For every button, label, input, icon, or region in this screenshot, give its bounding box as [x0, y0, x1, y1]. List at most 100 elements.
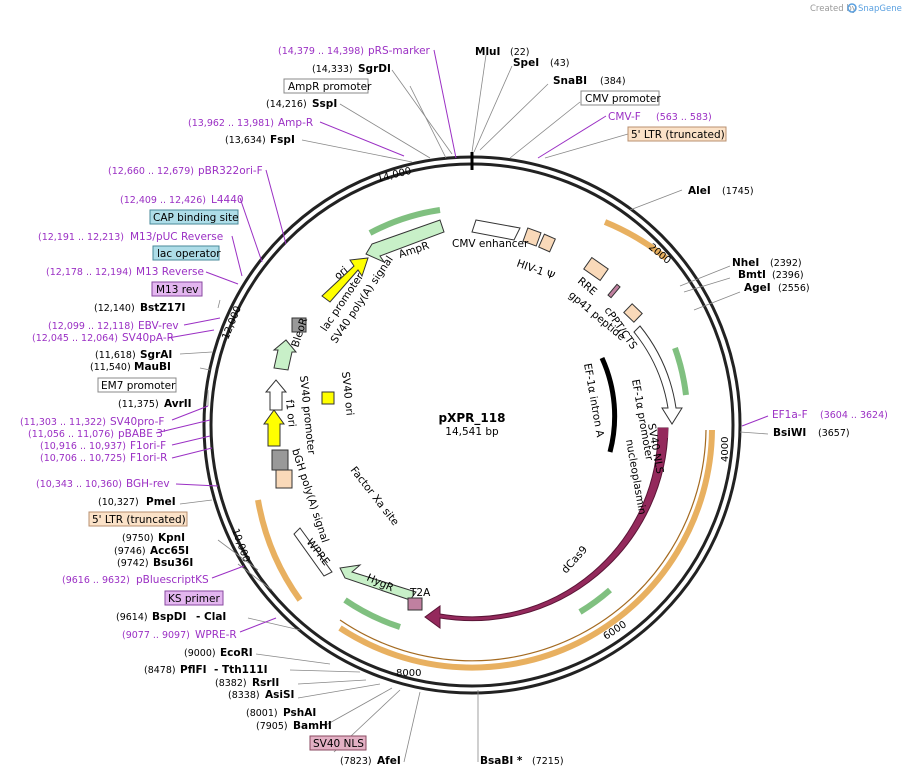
green-arc-c [343, 597, 401, 630]
orange-arc-3 [255, 499, 303, 602]
site-acc65i: Acc65I [150, 545, 189, 557]
site-sgrdi: SgrDI [358, 63, 391, 75]
site-pshai-pos: (8001) [246, 708, 278, 719]
site-rsrii: RsrII [252, 677, 279, 689]
site-pmei-pos: (10,327) [98, 497, 139, 508]
box-ampr-promoter: AmpR promoter [283, 78, 372, 94]
primer-ampr-pos: (13,962 .. 13,981) [188, 118, 274, 129]
t2a-block [407, 597, 423, 611]
box-cap-binding: CAP binding site [149, 209, 239, 225]
site-sspi-pos: (14,216) [266, 99, 307, 110]
primer-wpre-pos: (9077 .. 9097) [122, 630, 190, 641]
site-snabi-pos: (384) [600, 76, 626, 87]
nls-block [658, 428, 668, 438]
hiv-block [522, 227, 542, 247]
orange-arc-2-inner [339, 429, 707, 662]
site-afei: AfeI [377, 755, 401, 767]
site-pmei: PmeI [146, 496, 176, 508]
site-nhei-pos: (2392) [770, 258, 802, 269]
wpre-block [293, 527, 333, 577]
site-bsiwi-pos: (3657) [818, 428, 850, 439]
plasmid-size: 14,541 bp [445, 426, 499, 438]
site-afei-pos: (7823) [340, 756, 372, 767]
site-nhei: NheI [732, 257, 759, 269]
feat-f1-ori: f1 ori [283, 399, 298, 427]
site-clai: - ClaI [196, 611, 226, 623]
primer-ef1a-pos: (3604 .. 3624) [820, 410, 888, 421]
hygr-arrow [339, 564, 417, 601]
site-ecori-pos: (9000) [184, 648, 216, 659]
box-em7-promoter: EM7 promoter [97, 377, 177, 393]
site-kpni: KpnI [158, 532, 185, 544]
primer-f1f-pos: (10,916 .. 10,937) [40, 441, 126, 452]
sv40-promoter-arrow [264, 379, 288, 411]
svg-text:CAP binding site: CAP binding site [153, 212, 239, 224]
primer-cmvf-pos: (563 .. 583) [656, 112, 712, 123]
site-spei: SpeI [513, 57, 539, 69]
site-bspdi: BspDI [152, 611, 186, 623]
svg-text:SV40 NLS: SV40 NLS [313, 738, 364, 750]
feat-hiv: HIV-1 Ψ [515, 258, 556, 283]
site-bstz17i-pos: (12,140) [94, 303, 135, 314]
gray-block-1 [271, 449, 289, 471]
site-bspdi-pos: (9614) [116, 612, 148, 623]
primer-m13puc: M13/pUC Reverse [130, 231, 223, 243]
primer-pbr-pos: (12,660 .. 12,679) [108, 166, 194, 177]
primer-m13r-pos: (12,178 .. 12,194) [46, 267, 132, 278]
site-pshai: PshAI [283, 707, 316, 719]
site-fspi-pos: (13,634) [225, 135, 266, 146]
primer-ampr: Amp-R [278, 117, 313, 129]
credit-brand: SnapGene [858, 4, 902, 14]
tick-8000: 8000 [396, 668, 421, 679]
plasmid-name: pXPR_118 [439, 411, 506, 426]
primer-bgh-pos: (10,343 .. 10,360) [36, 479, 122, 490]
site-sgrdi-pos: (14,333) [312, 64, 353, 75]
site-bamhi: BamHI [293, 720, 332, 732]
primer-wpre: WPRE-R [195, 629, 237, 641]
primer-sv40pro: SV40pro-F [110, 416, 164, 428]
feat-sv40-ori: SV40 ori [339, 371, 356, 416]
site-bmti-pos: (2396) [772, 270, 804, 281]
feat-sv40-promoter: SV40 promoter [297, 375, 317, 456]
site-spei-pos: (43) [550, 58, 570, 69]
site-mlui: MluI [475, 46, 500, 58]
primer-prs-pos: (14,379 .. 14,398) [278, 46, 364, 57]
box-cmv-promoter: CMV promoter [580, 90, 661, 106]
ef1a-promoter-arrow [633, 325, 683, 425]
svg-text:5' LTR (truncated): 5' LTR (truncated) [631, 129, 725, 141]
svg-text:M13 rev: M13 rev [156, 284, 199, 296]
site-acc65i-pos: (9746) [114, 546, 146, 557]
dcas9-arrow [424, 427, 669, 629]
green-arc-d [368, 207, 441, 236]
svg-text:KS primer: KS primer [168, 593, 220, 605]
green-arc-a [672, 346, 689, 396]
site-fspi: FspI [270, 134, 295, 146]
site-bsabi-pos: (7215) [532, 756, 564, 767]
cppt-block [623, 303, 643, 323]
feat-bgh: bGH poly(A) signal [289, 447, 331, 544]
ef1a-intron-bar [599, 356, 618, 453]
primer-sv40pa-pos: (12,045 .. 12,064) [32, 333, 118, 344]
site-ecori: EcoRI [220, 647, 253, 659]
site-maubi-pos: (11,540) [90, 362, 131, 373]
feat-hygr: HygR [365, 572, 396, 594]
site-bamhi-pos: (7905) [256, 721, 288, 732]
leader-lines [179, 54, 769, 763]
primer-cmvf: CMV-F [608, 111, 641, 123]
primer-f1f: F1ori-F [130, 440, 166, 452]
hiv-block-2 [538, 233, 556, 253]
box-sv40-nls: SV40 NLS [309, 735, 367, 751]
primer-f1r: F1ori-R [130, 452, 167, 464]
bleor-arrow [272, 339, 298, 371]
cmv-enhancer-arrow [471, 219, 521, 241]
gray-block-2 [291, 317, 307, 333]
primer-lines [155, 49, 769, 633]
box-m13-rev: M13 rev [151, 281, 203, 297]
feat-t2a: T2A [409, 587, 431, 599]
feat-dcas9: dCas9 [559, 544, 590, 576]
site-sgrai: SgrAI [140, 349, 172, 361]
primer-ebv-pos: (12,099 .. 12,118) [48, 321, 134, 332]
site-maubi: MauBI [134, 361, 171, 373]
site-mlui-pos: (22) [510, 47, 530, 58]
